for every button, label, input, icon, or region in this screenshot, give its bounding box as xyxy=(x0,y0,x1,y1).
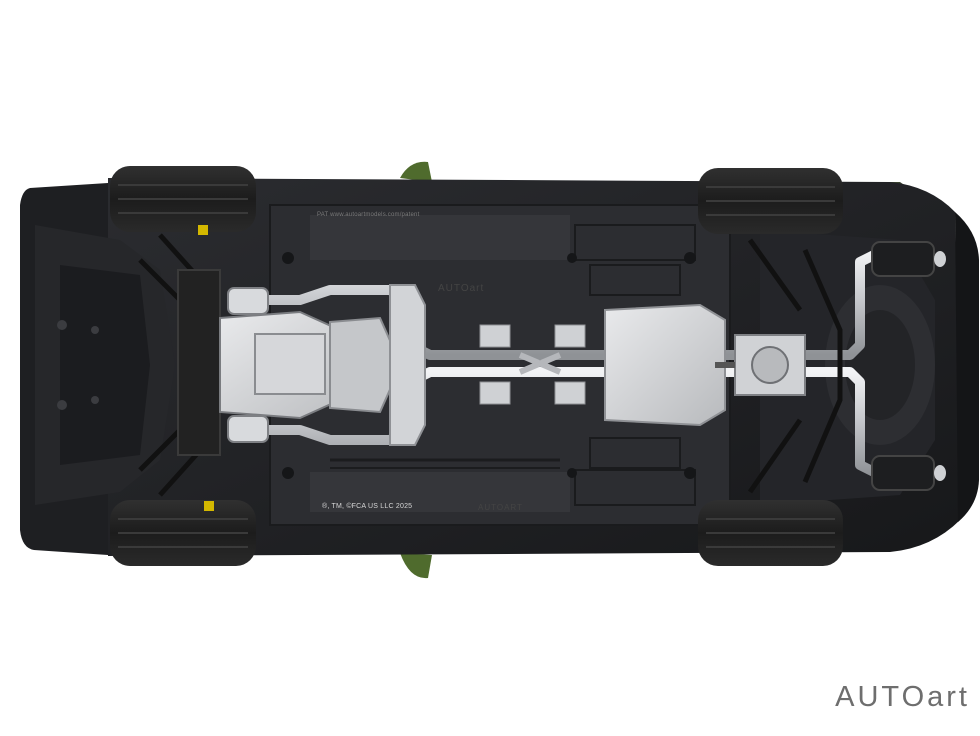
floor-stamp-top: AUTOart xyxy=(438,283,485,294)
transmission xyxy=(177,269,393,456)
patent-text: PAT www.autoartmodels.com/patent xyxy=(317,212,420,218)
yellow-marker-front xyxy=(198,225,208,235)
rear-differential xyxy=(715,334,806,396)
yellow-marker-rear xyxy=(204,501,214,511)
rear-suspension xyxy=(747,238,843,494)
heat-shields xyxy=(389,284,726,446)
autoart-logo: AUTOart xyxy=(835,681,970,713)
copyright-text: ®, TM, ©FCA US LLC 2025 xyxy=(322,503,413,510)
tires xyxy=(110,166,843,566)
floor-stamp-bottom: AUTOART xyxy=(478,503,523,512)
